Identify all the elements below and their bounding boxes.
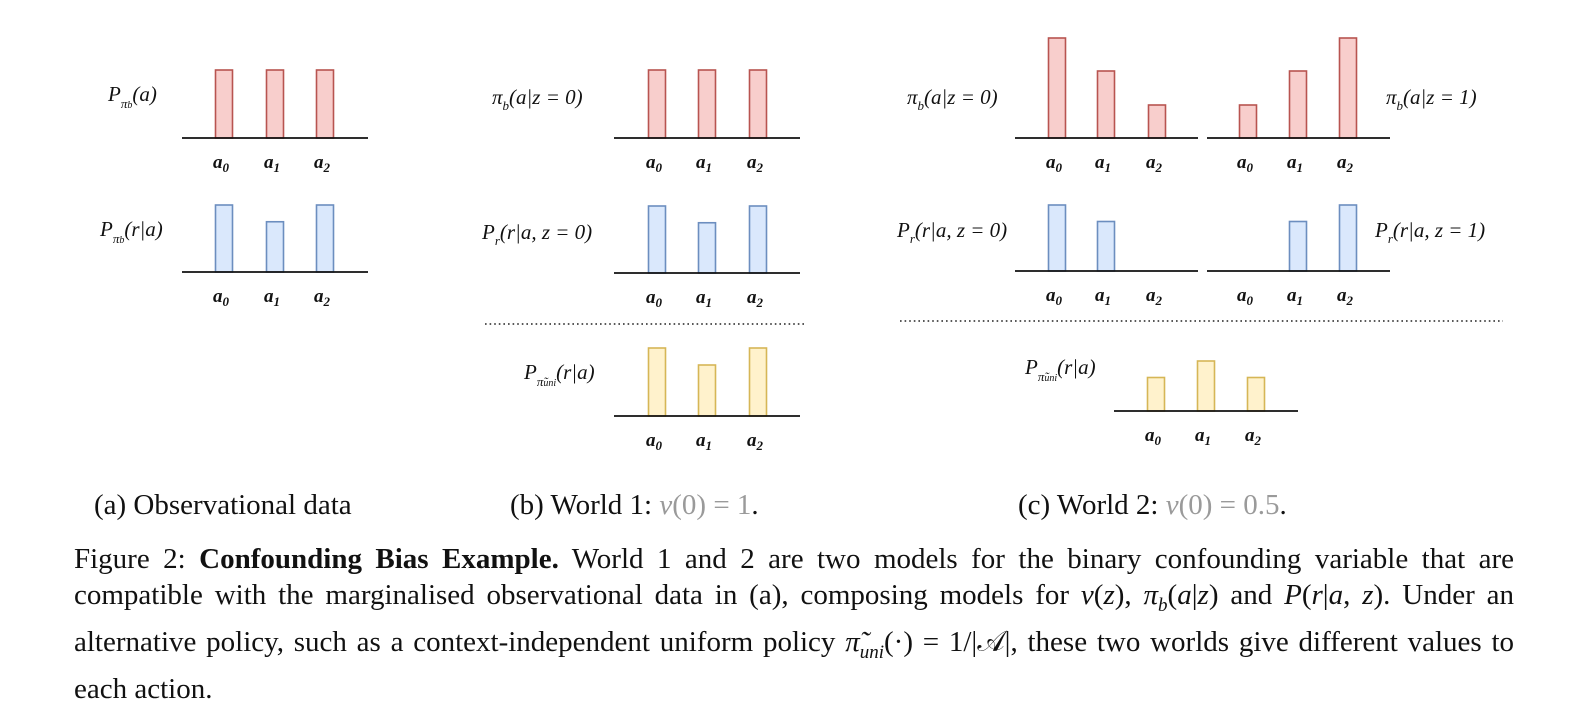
tick-label-9-a2: a2 — [1245, 425, 1262, 448]
tick-label-2-a2: a2 — [747, 152, 764, 175]
bar-c-7-a0 — [1047, 204, 1067, 272]
bar-c-6-a0 — [1238, 104, 1258, 139]
tick-label-0-a1: a1 — [264, 152, 280, 175]
bar-c-7-a1 — [1096, 220, 1116, 272]
bar-a-1-a2 — [315, 204, 335, 273]
bar-a-1-a1 — [265, 220, 285, 273]
bar-c-6-a1 — [1288, 70, 1308, 139]
tick-label-0-a2: a2 — [314, 152, 331, 175]
tick-label-8-a2: a2 — [1337, 285, 1354, 308]
bar-layer: a0 a1 a2 a0 a1 a2 a0 a1 a2 a0 a1 a2 a0 a1 a2 a0 a1 a2 a0 a1… — [182, 37, 1390, 453]
label-a-policy: Pπb(a) — [107, 82, 157, 111]
bar-c-8-a1 — [1288, 220, 1308, 272]
tick-label-7-a1: a1 — [1095, 285, 1111, 308]
tick-label-0-a0: a0 — [213, 152, 230, 175]
bar-c-6-a2 — [1338, 37, 1358, 139]
label-b-policy: πb(a|z = 0) — [492, 85, 583, 113]
bar-b-2-a2 — [748, 69, 768, 139]
tick-label-6-a1: a1 — [1287, 152, 1303, 175]
tick-label-5-a1: a1 — [1095, 152, 1111, 175]
bar-c-9-a1 — [1196, 360, 1216, 412]
bar-c-5-a1 — [1096, 70, 1116, 139]
label-c-reward-z0: Pr(r|a, z = 0) — [896, 218, 1007, 246]
bar-b-4-a0 — [647, 347, 667, 417]
bar-b-3-a0 — [647, 205, 667, 274]
tick-label-7-a2: a2 — [1146, 285, 1163, 308]
tick-label-9-a0: a0 — [1145, 425, 1162, 448]
tick-label-2-a1: a1 — [696, 152, 712, 175]
tick-label-4-a0: a0 — [646, 430, 663, 453]
tick-label-8-a1: a1 — [1287, 285, 1303, 308]
bar-c-8-a2 — [1338, 204, 1358, 272]
tick-label-6-a2: a2 — [1337, 152, 1354, 175]
figure-svg: a0 a1 a2 a0 a1 a2 a0 a1 a2 a0 a1 a2 a0 a1 a2 a0 a1 a2 a0 a1… — [99, 37, 1503, 453]
subcaption-a: (a) Observational data — [94, 489, 352, 521]
bar-b-3-a2 — [748, 205, 768, 274]
tick-label-2-a0: a0 — [646, 152, 663, 175]
bar-c-9-a0 — [1146, 376, 1166, 412]
bar-b-2-a1 — [697, 69, 717, 139]
bar-b-4-a2 — [748, 347, 768, 417]
tick-label-4-a1: a1 — [696, 430, 712, 453]
label-b-reward: Pr(r|a, z = 0) — [481, 220, 592, 248]
tick-label-1-a2: a2 — [314, 286, 331, 309]
tick-label-3-a1: a1 — [696, 287, 712, 310]
subcaption-b: (b) World 1: ν(0) = 1. — [510, 489, 759, 521]
tick-label-5-a2: a2 — [1146, 152, 1163, 175]
tick-label-6-a0: a0 — [1237, 152, 1254, 175]
label-b-uniform: Pπ̃uni(r|a) — [523, 360, 595, 389]
label-c-policy-z0: πb(a|z = 0) — [907, 85, 998, 113]
bar-a-0-a2 — [315, 69, 335, 139]
tick-label-1-a0: a0 — [213, 286, 230, 309]
tick-label-8-a0: a0 — [1237, 285, 1254, 308]
tick-label-5-a0: a0 — [1046, 152, 1063, 175]
tick-label-3-a2: a2 — [747, 287, 764, 310]
tick-label-7-a0: a0 — [1046, 285, 1063, 308]
subcaption-c: (c) World 2: ν(0) = 0.5. — [1018, 489, 1287, 521]
tick-label-9-a1: a1 — [1195, 425, 1211, 448]
bar-b-2-a0 — [647, 69, 667, 139]
bar-a-0-a1 — [265, 69, 285, 139]
label-c-reward-z1: Pr(r|a, z = 1) — [1374, 218, 1485, 246]
tick-label-3-a0: a0 — [646, 287, 663, 310]
bar-a-0-a0 — [214, 69, 234, 139]
figure-caption: Figure 2: Confounding Bias Example. Worl… — [74, 543, 1514, 705]
tick-label-4-a2: a2 — [747, 430, 764, 453]
label-c-policy-z1: πb(a|z = 1) — [1386, 85, 1477, 113]
label-a-reward: Pπb(r|a) — [99, 217, 163, 246]
label-c-uniform: Pπ̃uni(r|a) — [1024, 355, 1096, 384]
bar-c-5-a0 — [1047, 37, 1067, 139]
bar-c-9-a2 — [1246, 376, 1266, 412]
bar-b-3-a1 — [697, 221, 717, 274]
bar-a-1-a0 — [214, 204, 234, 273]
bar-c-5-a2 — [1147, 104, 1167, 139]
bar-b-4-a1 — [697, 364, 717, 417]
tick-label-1-a1: a1 — [264, 286, 280, 309]
